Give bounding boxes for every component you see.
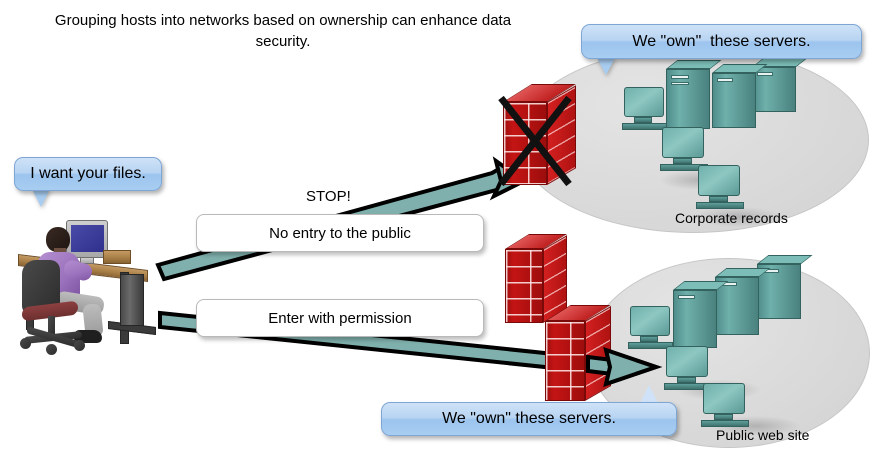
server-slot <box>678 295 695 299</box>
chair-caster <box>46 344 57 355</box>
chair-caster <box>20 338 31 349</box>
monitor-icon <box>624 87 664 117</box>
speech-bubble-tail <box>32 189 50 207</box>
speech-bubble-tail <box>597 58 615 75</box>
computer-base <box>640 336 658 342</box>
monitor-icon <box>698 165 740 196</box>
public-device-group <box>625 255 865 436</box>
computer-stand <box>622 123 667 130</box>
chair-post <box>48 316 55 336</box>
stop-label: STOP! <box>306 188 351 205</box>
computer-base <box>709 196 728 202</box>
computer-base <box>673 158 692 164</box>
desktop-computer-icon <box>701 383 749 429</box>
speech-bubble-corporate: We "own" these servers. <box>581 24 862 59</box>
callout-no-entry: No entry to the public <box>196 214 484 252</box>
device-shadow <box>695 207 781 227</box>
monitor-icon <box>662 127 704 158</box>
brick-firewall-icon <box>505 234 575 328</box>
diagram-title: Grouping hosts into networks based on ow… <box>54 12 512 50</box>
monitor-screen <box>71 225 104 252</box>
monitor-icon <box>703 383 745 414</box>
monitor-icon <box>666 346 708 377</box>
corporate-device-group <box>600 55 850 227</box>
brick-firewall-gateway-icon <box>545 305 621 405</box>
speech-bubble-public: We "own" these servers. <box>381 402 677 436</box>
server-slot <box>757 72 773 76</box>
server-slot <box>671 75 689 79</box>
computer-stand <box>696 202 744 209</box>
speech-bubble-corporate-text: We "own" these servers. <box>632 32 811 50</box>
computer-base <box>677 377 696 383</box>
server-icon <box>715 268 771 335</box>
person-at-computer-icon <box>8 212 168 357</box>
server-icon <box>757 255 813 319</box>
desktop-computer-icon <box>622 87 667 131</box>
server-icon <box>752 58 808 112</box>
computer-base <box>634 117 652 123</box>
server-icon <box>673 281 729 348</box>
label-corporate-records: Corporate records <box>675 210 788 226</box>
brick-firewall-blocked-icon <box>498 84 589 192</box>
firewall-front-face <box>545 321 585 401</box>
desktop-computer-icon <box>628 306 673 350</box>
computer-stand <box>701 420 749 427</box>
server-front-face <box>715 277 759 335</box>
server-slot <box>717 78 733 82</box>
desktop-computer-icon <box>696 165 744 211</box>
desk-box <box>103 250 131 264</box>
person-head <box>46 227 70 252</box>
computer-stand <box>628 342 673 349</box>
callout-no-entry-text: No entry to the public <box>269 224 411 242</box>
computer-base <box>714 414 733 420</box>
label-public-web-site: Public web site <box>716 427 810 443</box>
monitor-icon <box>630 306 670 336</box>
server-slot <box>671 82 689 85</box>
server-front-face <box>757 264 801 319</box>
monitor-icon <box>66 220 108 258</box>
desktop-computer-icon <box>660 127 708 173</box>
callout-permission-text: Enter with permission <box>268 309 412 327</box>
computer-tower-icon <box>120 274 144 326</box>
server-front-face <box>673 290 717 348</box>
server-front-face <box>712 73 756 128</box>
firewall-front-face <box>505 249 543 323</box>
callout-enter-with-permission: Enter with permission <box>196 299 484 337</box>
speech-bubble-attacker-text: I want your files. <box>30 165 146 182</box>
server-icon <box>666 60 722 129</box>
server-front-face <box>666 69 710 129</box>
chair-caster <box>74 340 85 351</box>
speech-bubble-attacker: I want your files. <box>14 157 162 191</box>
speech-bubble-public-text: We "own" these servers. <box>442 410 616 427</box>
desktop-computer-icon <box>664 346 712 392</box>
x-cross-icon <box>498 95 572 187</box>
server-icon <box>712 64 768 128</box>
speech-bubble-tail <box>640 385 658 403</box>
